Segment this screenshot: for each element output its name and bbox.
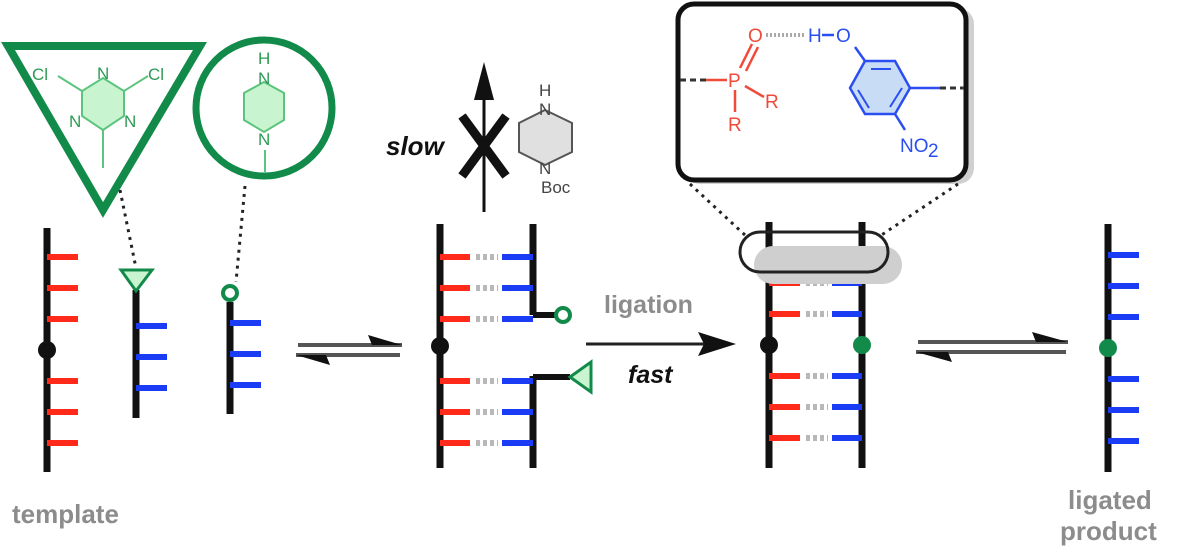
ligation-arrow: ligation fast	[586, 291, 736, 389]
phenol-o-label: O	[836, 26, 851, 47]
ligation-label: ligation	[604, 291, 693, 319]
ligation-junction-dot	[853, 336, 871, 354]
phosphorus-label: P	[728, 71, 741, 92]
blocked-arrow-head	[474, 62, 494, 100]
phenol-h-label: H	[808, 26, 822, 47]
hbond-inset: O P R R H O NO 2	[675, 1, 974, 238]
n-right-label: N	[124, 112, 136, 131]
nick-dot	[38, 341, 56, 359]
triazine-reagent-callout: Cl Cl N N N	[1, 42, 208, 269]
nitro-subscript: 2	[928, 141, 939, 162]
nick-dot	[431, 337, 449, 355]
piperazine-tag-icon	[221, 284, 239, 302]
n-left-label: N	[69, 112, 81, 131]
piperazine-tag-icon	[554, 306, 572, 324]
slow-label: slow	[386, 131, 446, 161]
boc-label: Boc	[541, 178, 571, 197]
n-top-label: N	[97, 64, 109, 83]
dotted-leader-piperazine	[234, 185, 247, 283]
ligation-junction-dot	[1099, 339, 1117, 357]
piperazine-reagent-callout: H N N	[192, 36, 336, 283]
cl-right-label: Cl	[148, 65, 164, 84]
piperazine-ring	[243, 80, 285, 134]
template-strand	[38, 228, 78, 472]
triazine-probe-strand	[118, 268, 167, 418]
dotted-leader-triazine	[118, 189, 138, 269]
n-bottom-label: N	[258, 130, 270, 149]
boc-n-top-label: N	[539, 100, 551, 119]
boc-n-bottom-label: N	[539, 159, 551, 178]
cl-left-label: Cl	[32, 65, 48, 84]
ligated-label-line2: product	[1060, 516, 1157, 546]
triazine-tag-icon	[567, 359, 593, 395]
triazine-ring	[81, 76, 125, 132]
slow-pathway: slow H N N Boc	[386, 62, 573, 212]
boc-piperazine-ring	[518, 108, 573, 167]
template-label: template	[12, 499, 119, 529]
phosphine-o-label: O	[748, 26, 763, 47]
h-label: H	[258, 49, 270, 68]
middle-duplex	[431, 224, 593, 468]
equilibrium-arrow-1	[296, 335, 402, 365]
r1-label: R	[765, 92, 779, 113]
ligated-label-line1: ligated	[1068, 485, 1152, 515]
x-cross-icon	[458, 113, 510, 179]
piperazine-probe-strand	[221, 284, 261, 414]
circle-frame	[192, 36, 336, 180]
nick-dot	[760, 336, 778, 354]
equilibrium-arrow-2	[916, 332, 1068, 362]
triangle-frame	[1, 42, 208, 218]
triazine-tag-icon	[118, 268, 156, 294]
boc-h-label: H	[539, 81, 551, 100]
fast-label: fast	[628, 361, 674, 389]
r2-label: R	[728, 115, 742, 136]
highlighted-base-pair	[738, 230, 890, 274]
n-top-label: N	[258, 69, 270, 88]
ligated-product-strand	[1099, 224, 1139, 472]
nitro-label: NO	[900, 136, 929, 157]
